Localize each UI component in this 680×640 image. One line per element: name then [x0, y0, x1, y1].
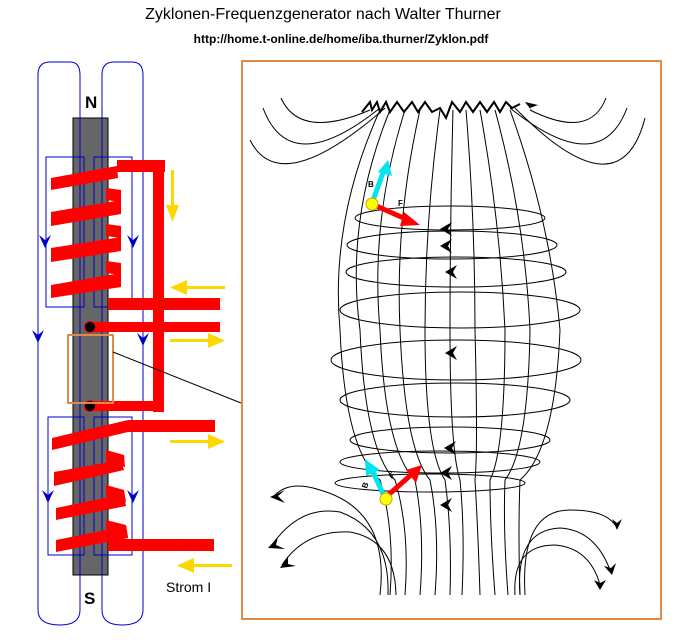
current-label: Strom I: [166, 579, 211, 595]
field-box-upper-left: [45, 156, 85, 308]
vortex-meridians: [337, 109, 561, 596]
down-arrow-icon: [137, 333, 149, 346]
bottom-particle-group: B F: [360, 459, 422, 506]
pole-north-label: N: [85, 93, 97, 112]
title-text: Zyklonen-Frequenzgenerator nach Walter T…: [145, 6, 501, 23]
down-arrow-icon: [127, 490, 139, 503]
top-field-lines: [249, 97, 646, 165]
lower-coil: [52, 420, 215, 552]
terminal-dot-upper: [84, 321, 96, 333]
top-particle-group: B F: [365, 160, 420, 226]
current-arrow-left-icon: [177, 558, 232, 573]
pole-south-label: S: [84, 589, 95, 608]
inset-pointer-line: [112, 351, 242, 404]
down-arrow-icon: [39, 235, 51, 248]
diagram-title: Zyklonen-Frequenzgenerator nach Walter T…: [0, 6, 680, 24]
particle-bottom: [379, 492, 393, 506]
current-arrows: [166, 170, 232, 573]
detail-view: B F B F: [241, 60, 662, 620]
bottom-field-lines: [271, 485, 616, 596]
field-box-lower-left: [47, 416, 85, 556]
upper-coil: [51, 160, 220, 310]
f-vector-bottom-arrowhead-icon: [406, 465, 422, 483]
b-label-top: B: [368, 180, 374, 189]
wire-vertical: [153, 160, 164, 412]
left-arrow-icon: [445, 265, 457, 279]
ring-arrows: [440, 222, 457, 512]
down-arrow-icon: [127, 235, 139, 248]
top-right-arrow-icon: [525, 102, 538, 115]
f-vector-top: [370, 201, 410, 223]
b-vector-top: [369, 169, 387, 204]
particle-top: [365, 197, 379, 211]
field-box-lower-right: [93, 416, 133, 556]
source-url-text: http://home.t-online.de/home/iba.thurner…: [193, 32, 489, 46]
vortex-rings: [330, 205, 582, 493]
inset-frame: [67, 334, 114, 404]
current-arrow-right-icon: [170, 333, 225, 348]
b-vector-bottom-arrowhead-icon: [365, 459, 380, 476]
bottom-arrow-icons: [268, 490, 622, 590]
b-label-bottom: B: [360, 481, 371, 490]
top-arrowheads: [361, 99, 521, 121]
down-arrow-icon: [32, 330, 44, 343]
f-vector-bottom: [384, 472, 414, 499]
source-url: http://home.t-online.de/home/iba.thurner…: [0, 32, 680, 46]
left-arrow-icon: [440, 466, 452, 480]
left-arrow-icon: [445, 346, 457, 360]
wire-middle-lower: [90, 401, 164, 411]
current-arrow-down-icon: [166, 170, 179, 222]
current-arrow-left-icon: [170, 280, 225, 295]
electromagnet-diagram: N S Strom I: [32, 61, 242, 626]
wire-middle-upper: [90, 322, 220, 332]
f-vector-top-arrowhead-icon: [400, 212, 420, 226]
current-arrow-right-icon: [170, 434, 225, 449]
b-vector-top-arrowhead-icon: [378, 160, 392, 176]
f-label-top: F: [398, 199, 403, 208]
left-arrow-icon: [440, 498, 452, 512]
left-arrow-icon: [444, 441, 456, 455]
down-arrow-icon: [42, 490, 54, 503]
field-arrow-icons: [32, 235, 149, 503]
left-arrow-icon: [440, 239, 452, 253]
f-label-bottom: F: [387, 471, 397, 481]
left-arrow-icon: [440, 222, 452, 236]
